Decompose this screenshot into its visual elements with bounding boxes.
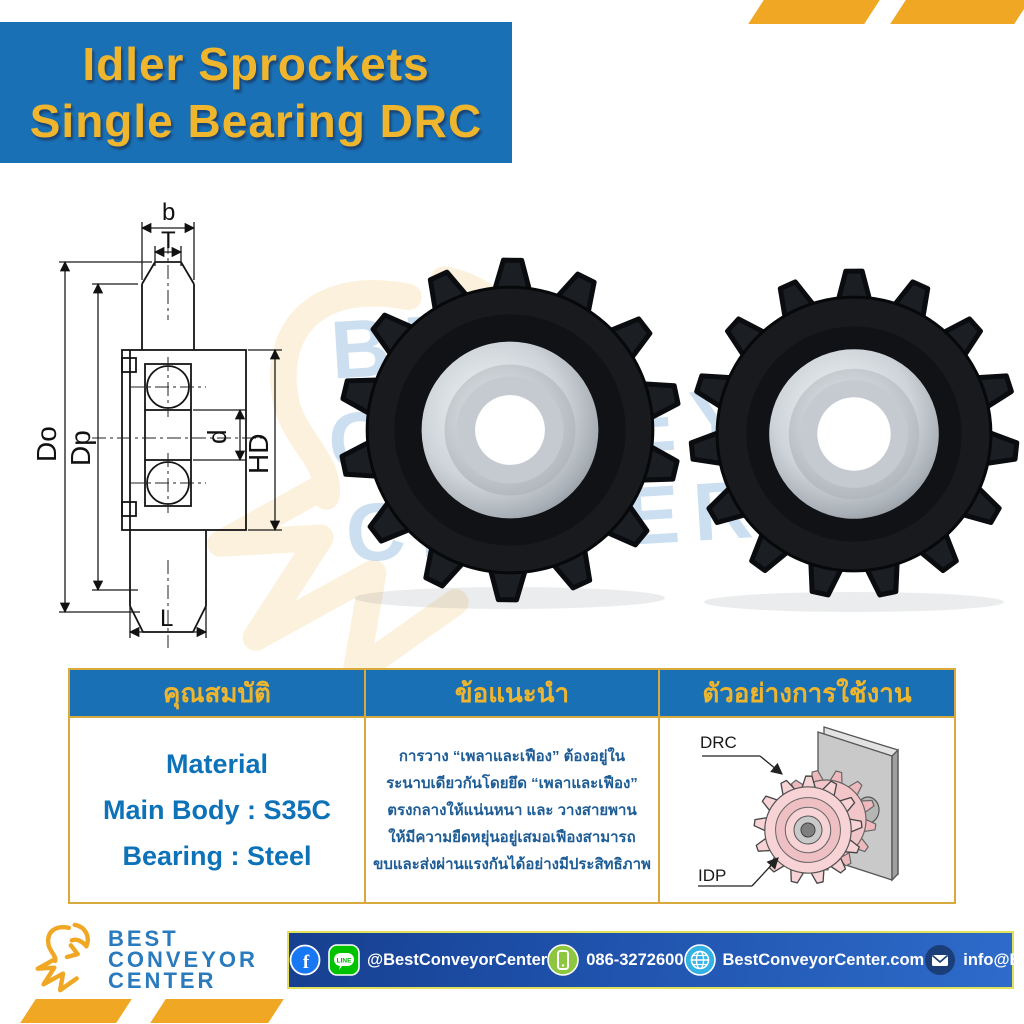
table-cell-example: DRC IDP: [660, 718, 954, 902]
property-line: Bearing : Steel: [122, 841, 312, 871]
property-line: Main Body : S35C: [102, 795, 332, 825]
example-sprocket: [753, 770, 877, 884]
example-label-idp: IDP: [698, 866, 726, 885]
dim-label-Dp: Dp: [65, 430, 96, 466]
dimension-lines: [59, 222, 282, 638]
website-url: BestConveyorCenter.com: [722, 950, 925, 969]
recommendation-line: ระนาบเดียวกันโดยยึด “เพลาและเฟือง”: [386, 774, 638, 792]
example-leaders: [698, 755, 783, 887]
sprocket-section-outline: [121, 261, 247, 633]
svg-text:LINE: LINE: [337, 958, 352, 965]
table-header-example: ตัวอย่างการใช้งาน: [660, 670, 954, 718]
sprocket-photo-group: [339, 257, 1020, 603]
contact-phone: 086-3272600: [547, 944, 684, 976]
spec-table: คุณสมบัติ ข้อแนะนำ ตัวอย่างการใช้งาน Mat…: [68, 668, 956, 904]
page-title-line1: Idler Sprockets: [82, 37, 430, 90]
sprocket-left: [339, 257, 681, 603]
contact-email: info@BestConveyorCenter.com: [924, 944, 1024, 976]
email-address: info@BestConveyorCenter.com: [963, 950, 1024, 969]
sprocket-right: [688, 268, 1020, 598]
dim-label-HD: HD: [243, 434, 274, 474]
logo-word: CONVEYOR: [108, 947, 258, 972]
globe-icon: [683, 944, 716, 976]
usage-example-diagram: DRC IDP: [698, 726, 899, 887]
title-banner: Idler Sprockets Single Bearing DRC: [0, 22, 512, 163]
recommendation-line: การวาง “เพลาและเฟือง” ต้องอยู่ใน: [398, 747, 626, 765]
email-icon: [925, 945, 956, 975]
example-label-drc: DRC: [700, 733, 737, 752]
recommendation-line: ให้มีความยืดหยุ่นอยู่เสมอเฟืองสามารถ: [388, 828, 636, 846]
table-header-recommendation: ข้อแนะนำ: [366, 670, 660, 718]
svg-text:f: f: [303, 952, 310, 973]
phone-icon: [547, 944, 580, 976]
table-header-properties: คุณสมบัติ: [70, 670, 366, 718]
bottom-parallelogram-1: [20, 999, 132, 1023]
logo-word: CENTER: [108, 968, 217, 993]
line-icon: LINE: [328, 944, 360, 976]
top-parallelogram-2: [890, 0, 1024, 24]
recommendation-line: ขบและส่งผ่านแรงกันได้อย่างมีประสิทธิภาพ: [373, 855, 651, 873]
dim-label-Do: Do: [31, 426, 62, 462]
product-photos: [339, 257, 1020, 612]
example-sprocket-front: [753, 775, 863, 884]
dim-label-d: d: [202, 430, 232, 444]
dim-label-L: L: [160, 605, 173, 632]
logo-word: BEST: [108, 926, 179, 951]
contact-social: f LINE @BestConveyorCenter: [289, 944, 547, 976]
bottom-parallelogram-2: [150, 999, 284, 1023]
contact-website: BestConveyorCenter.com: [683, 944, 925, 976]
social-handle: @BestConveyorCenter: [367, 950, 548, 969]
contact-bar: f LINE @BestConveyorCenter 086-3272600: [287, 931, 1024, 989]
company-logo-icon: [26, 920, 104, 996]
page-title-line2: Single Bearing DRC: [29, 94, 483, 147]
property-line: Material: [165, 749, 269, 779]
recommendation-line: ตรงกลางให้แน่นหนา และ วางสายพาน: [387, 801, 637, 819]
facebook-icon: f: [289, 944, 321, 976]
dim-label-T: T: [161, 227, 176, 254]
company-logo-text: BEST CONVEYOR CENTER: [108, 926, 258, 993]
table-cell-properties: Material Main Body : S35C Bearing : Stee…: [70, 718, 366, 902]
photo-shadow-right: [704, 592, 1004, 612]
dim-label-b: b: [162, 199, 175, 226]
technical-drawing: b T Do Dp d HD L: [31, 199, 282, 648]
table-cell-recommendation: การวาง “เพลาและเฟือง” ต้องอยู่ใน ระนาบเด…: [366, 718, 660, 902]
phone-number: 086-3272600: [586, 950, 684, 969]
top-parallelogram-1: [748, 0, 880, 24]
